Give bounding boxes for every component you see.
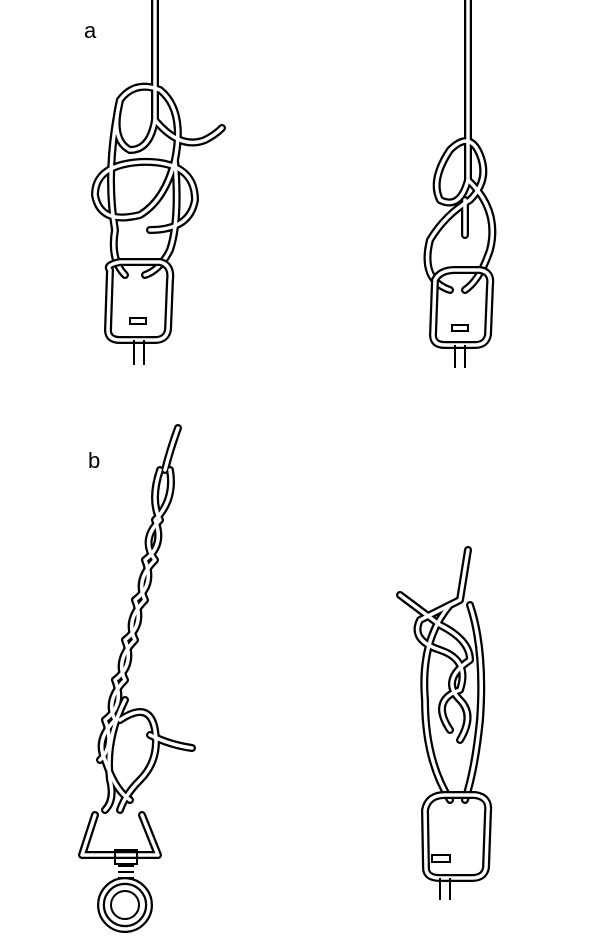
knot-a-step2 [428,0,493,290]
panel-label-a: a [84,18,97,43]
knot-b-step2 [400,550,481,800]
panel-label-b: b [88,448,101,473]
snap-swivel-a1 [104,258,175,365]
triangle-swivel-b1 [78,811,162,933]
knot-b-step1 [100,428,192,810]
knot-a-step1 [95,0,222,275]
snap-swivel-a2 [429,266,495,368]
snap-swivel-b2 [421,791,493,900]
